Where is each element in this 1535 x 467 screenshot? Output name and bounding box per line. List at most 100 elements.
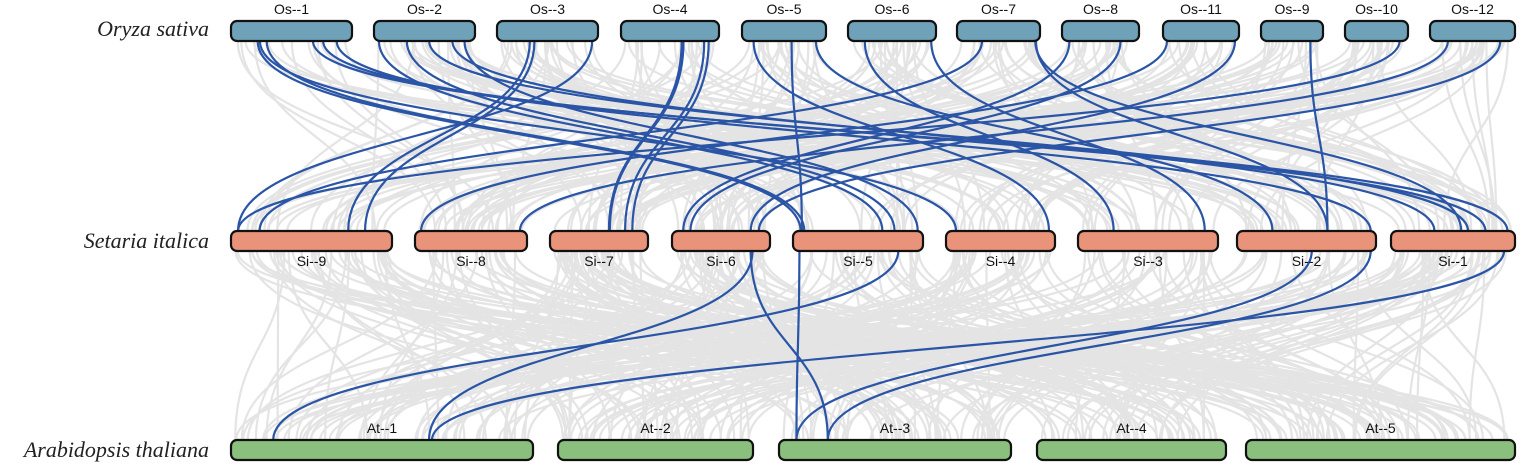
chromosome-label-si-3: Si--3: [1133, 253, 1163, 269]
background-link: [1087, 250, 1302, 441]
highlighted-link-os-11-si-8: [419, 40, 1169, 232]
chromosome-label-os-8: Os--8: [1083, 1, 1118, 17]
background-link: [373, 250, 763, 441]
highlighted-link-si-1-at-1: [430, 250, 1506, 441]
chromosome-label-at-3: At--3: [880, 420, 911, 436]
background-link: [693, 250, 1436, 441]
background-link: [902, 250, 1347, 441]
background-link: [615, 40, 929, 232]
chromosome-si-7: [548, 229, 650, 253]
chromosome-os-3: [495, 19, 600, 43]
background-link: [1168, 40, 1498, 232]
background-link: [604, 250, 736, 441]
chromosome-at-3: [777, 438, 1013, 462]
background-link: [634, 40, 1482, 232]
chromosome-os-1: [229, 19, 354, 43]
species-labels: Oryza sativa Setaria italica Arabidopsis…: [22, 16, 209, 462]
highlighted-link-os-9-si-2: [1309, 40, 1329, 232]
background-link: [514, 40, 760, 232]
background-link: [1163, 250, 1384, 441]
background-link: [299, 250, 1052, 441]
background-link: [592, 40, 877, 232]
background-link: [1259, 40, 1486, 232]
chromosome-label-si-6: Si--6: [706, 253, 736, 269]
highlighted-link-si-6-at-1: [427, 250, 754, 441]
background-link: [384, 250, 431, 441]
highlighted-link-os-1-si-4: [258, 40, 958, 232]
highlighted-link-os-2-si-5: [463, 40, 919, 232]
background-link: [592, 250, 1422, 441]
highlighted-link-os-4-si-7: [624, 40, 706, 232]
background-link: [1182, 250, 1315, 441]
highlighted-link-os-7-si-1: [1034, 40, 1463, 232]
background-link: [726, 250, 847, 441]
background-link: [742, 250, 1130, 441]
background-link: [458, 250, 813, 441]
background-link: [586, 250, 797, 441]
chromosome-os-8: [1060, 19, 1141, 43]
background-link: [437, 40, 513, 232]
chromosome-at-1: [229, 438, 535, 462]
background-link: [761, 40, 1171, 232]
chromosome-label-si-1: Si--1: [1438, 253, 1468, 269]
chromosome-si-9: [229, 229, 394, 253]
background-link: [1199, 250, 1306, 441]
background-link: [601, 250, 1056, 441]
highlighted-link-os-3-si-9: [363, 40, 536, 232]
background-link: [248, 250, 584, 441]
chromosome-os-12: [1428, 19, 1517, 43]
chromosome-label-at-4: At--4: [1116, 420, 1147, 436]
chromosome-os-4: [619, 19, 721, 43]
chromosome-si-3: [1076, 229, 1220, 253]
background-link: [1306, 250, 1440, 441]
highlighted-link-os-2-si-5: [405, 40, 896, 232]
chromosome-label-os-2: Os--2: [407, 1, 442, 17]
highlighted-link-os-2-si-5: [377, 40, 884, 232]
background-link: [240, 250, 438, 441]
chromosome-label-si-8: Si--8: [456, 253, 486, 269]
background-link: [1121, 250, 1331, 441]
background-link: [263, 250, 1355, 441]
species-label-arabidopsis-thaliana: Arabidopsis thaliana: [22, 437, 209, 462]
background-link: [1352, 250, 1474, 441]
highlighted-link-os-2-si-1: [451, 40, 1436, 232]
background-link: [663, 250, 736, 441]
highlighted-link-si-2-at-3: [795, 250, 1313, 441]
highlighted-link-os-8-si-6: [689, 40, 1122, 232]
background-link: [236, 40, 495, 232]
background-link: [1148, 250, 1391, 441]
highlighted-link-os-1-si-5: [256, 40, 802, 232]
background-link: [1100, 250, 1381, 441]
chromosome-at-2: [556, 438, 755, 462]
chromosome-os-9: [1259, 19, 1325, 43]
chromosome-si-8: [413, 229, 529, 253]
highlighted-link-si-6-at-3: [749, 250, 829, 441]
chromosome-label-at-5: At--5: [1365, 420, 1396, 436]
background-link: [336, 250, 586, 441]
highlighted-link-si-5-at-1: [272, 250, 900, 441]
background-link: [732, 250, 1479, 441]
background-link: [533, 40, 1032, 232]
highlighted-link-os-8-si-6: [682, 40, 1071, 232]
background-link: [640, 250, 1218, 441]
chromosome-label-os-1: Os--1: [274, 1, 309, 17]
background-link: [1134, 250, 1480, 441]
chromosome-label-os-11: Os--11: [1180, 1, 1222, 17]
background-link: [276, 250, 280, 441]
background-link: [474, 250, 1509, 441]
chromosome-at-4: [1035, 438, 1228, 462]
chromosome-label-os-7: Os--7: [981, 1, 1016, 17]
background-link: [1123, 250, 1168, 441]
background-link: [324, 250, 350, 441]
background-link: [433, 250, 1025, 441]
highlighted-link-os-12-si-8: [518, 40, 1449, 232]
background-link: [254, 250, 347, 441]
highlighted-link-os-10-si-9: [236, 40, 1401, 232]
background-link: [1485, 40, 1498, 232]
chromosome-label-at-2: At--2: [640, 420, 671, 436]
background-link: [1468, 250, 1486, 441]
chromosome-label-si-4: Si--4: [986, 253, 1016, 269]
background-link: [1354, 250, 1485, 441]
